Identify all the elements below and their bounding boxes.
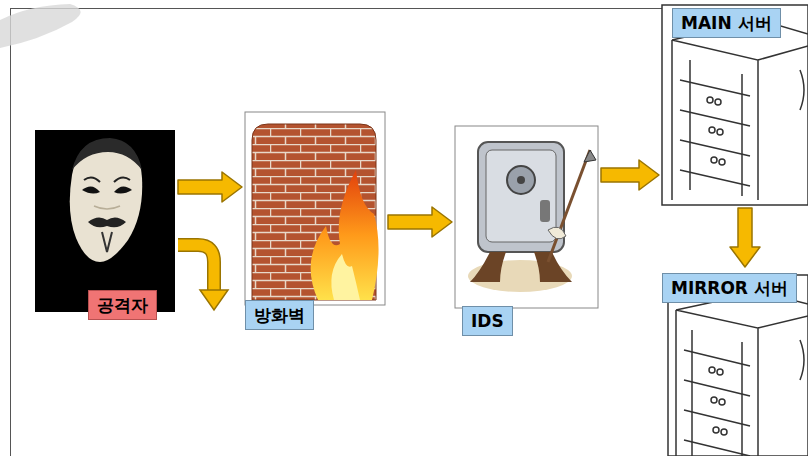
image-node: MIRROR 서버 <box>662 270 804 450</box>
arrow-shape <box>601 160 659 190</box>
image-node: 공격자 <box>35 130 175 325</box>
node-label: 공격자 <box>88 290 157 320</box>
node-label: 방화벽 <box>245 300 314 330</box>
block-arrow <box>730 208 760 267</box>
arrow-shape <box>178 172 242 202</box>
image-node: 방화벽 <box>245 112 385 332</box>
arrow-shape <box>730 208 760 267</box>
bypass-arrow <box>178 245 228 310</box>
block-arrow <box>601 160 659 190</box>
ids-image <box>455 126 598 308</box>
block-arrow <box>388 207 452 237</box>
image-node: IDS <box>455 126 598 334</box>
image-node: MAIN 서버 <box>662 5 804 205</box>
server-image <box>662 5 808 205</box>
node-label: IDS <box>462 306 513 336</box>
arrow-shape <box>388 207 452 237</box>
attacker-image <box>35 130 175 312</box>
firewall-image <box>245 112 385 305</box>
node-label: MIRROR 서버 <box>662 273 797 303</box>
smudge <box>0 4 81 48</box>
block-arrow <box>178 172 242 202</box>
node-label: MAIN 서버 <box>672 8 781 38</box>
